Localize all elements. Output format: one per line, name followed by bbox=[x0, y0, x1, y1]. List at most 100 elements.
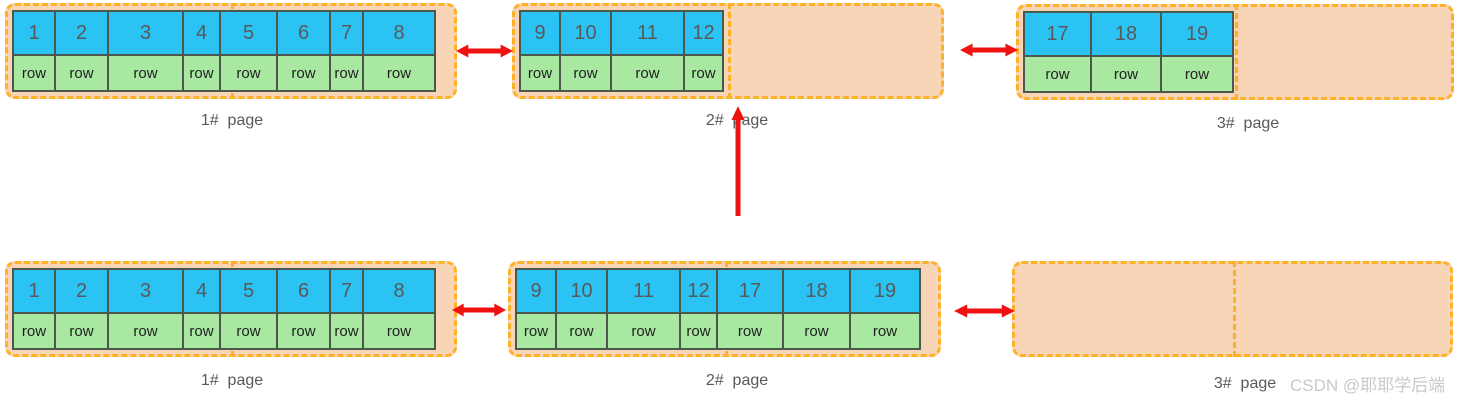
link-arrow-icon bbox=[452, 303, 506, 317]
row-label: row bbox=[364, 56, 434, 90]
page-divider bbox=[1235, 4, 1238, 100]
record-id: 6 bbox=[278, 12, 329, 56]
row-label: row bbox=[1092, 57, 1160, 91]
record-id: 11 bbox=[608, 270, 679, 314]
page-3-after-empty bbox=[1012, 261, 1453, 357]
link-arrow-icon bbox=[954, 304, 1015, 318]
record-id: 3 bbox=[109, 12, 182, 56]
row-label: row bbox=[184, 314, 219, 348]
row-label: row bbox=[685, 56, 722, 90]
row-label: row bbox=[561, 56, 610, 90]
row-label: row bbox=[718, 314, 782, 348]
row-label: row bbox=[851, 314, 919, 348]
row-label: row bbox=[278, 314, 329, 348]
record-id: 2 bbox=[56, 270, 107, 314]
page-2-after-label: 2# page bbox=[705, 372, 769, 389]
link-arrow-icon bbox=[456, 44, 513, 58]
record-id: 2 bbox=[56, 12, 107, 56]
row-label: row bbox=[1162, 57, 1232, 91]
record-id: 19 bbox=[1162, 13, 1232, 57]
record-id: 19 bbox=[851, 270, 919, 314]
record-id: 11 bbox=[612, 12, 683, 56]
row-label: row bbox=[364, 314, 434, 348]
row-label: row bbox=[56, 314, 107, 348]
record-id: 10 bbox=[557, 270, 606, 314]
record-id: 8 bbox=[364, 12, 434, 56]
row-label: row bbox=[14, 314, 54, 348]
row-label: row bbox=[278, 56, 329, 90]
row-label: row bbox=[681, 314, 716, 348]
row-label: row bbox=[109, 56, 182, 90]
page-3-after-label: 3# page bbox=[1213, 375, 1277, 392]
row-label: row bbox=[517, 314, 555, 348]
row-label: row bbox=[784, 314, 849, 348]
row-label: row bbox=[56, 56, 107, 90]
record-id: 17 bbox=[718, 270, 782, 314]
row-label: row bbox=[221, 314, 276, 348]
page-divider bbox=[728, 3, 731, 99]
record-id: 9 bbox=[521, 12, 559, 56]
page-1-after-label: 1# page bbox=[200, 372, 264, 389]
record-id: 5 bbox=[221, 12, 276, 56]
row-label: row bbox=[184, 56, 219, 90]
record-id: 5 bbox=[221, 270, 276, 314]
row-label: row bbox=[331, 314, 362, 348]
row-label: row bbox=[14, 56, 54, 90]
record-id: 4 bbox=[184, 270, 219, 314]
page-1-before-label: 1# page bbox=[200, 112, 264, 129]
record-id: 18 bbox=[784, 270, 849, 314]
row-label: row bbox=[109, 314, 182, 348]
record-id: 12 bbox=[681, 270, 716, 314]
record-id: 8 bbox=[364, 270, 434, 314]
record-id: 4 bbox=[184, 12, 219, 56]
record-id: 6 bbox=[278, 270, 329, 314]
row-label: row bbox=[557, 314, 606, 348]
record-id: 3 bbox=[109, 270, 182, 314]
record-id: 10 bbox=[561, 12, 610, 56]
link-arrow-icon bbox=[960, 43, 1018, 57]
row-label: row bbox=[612, 56, 683, 90]
record-id: 7 bbox=[331, 12, 362, 56]
record-id: 7 bbox=[331, 270, 362, 314]
page-divider bbox=[1232, 261, 1236, 357]
row-label: row bbox=[608, 314, 679, 348]
row-label: row bbox=[331, 56, 362, 90]
